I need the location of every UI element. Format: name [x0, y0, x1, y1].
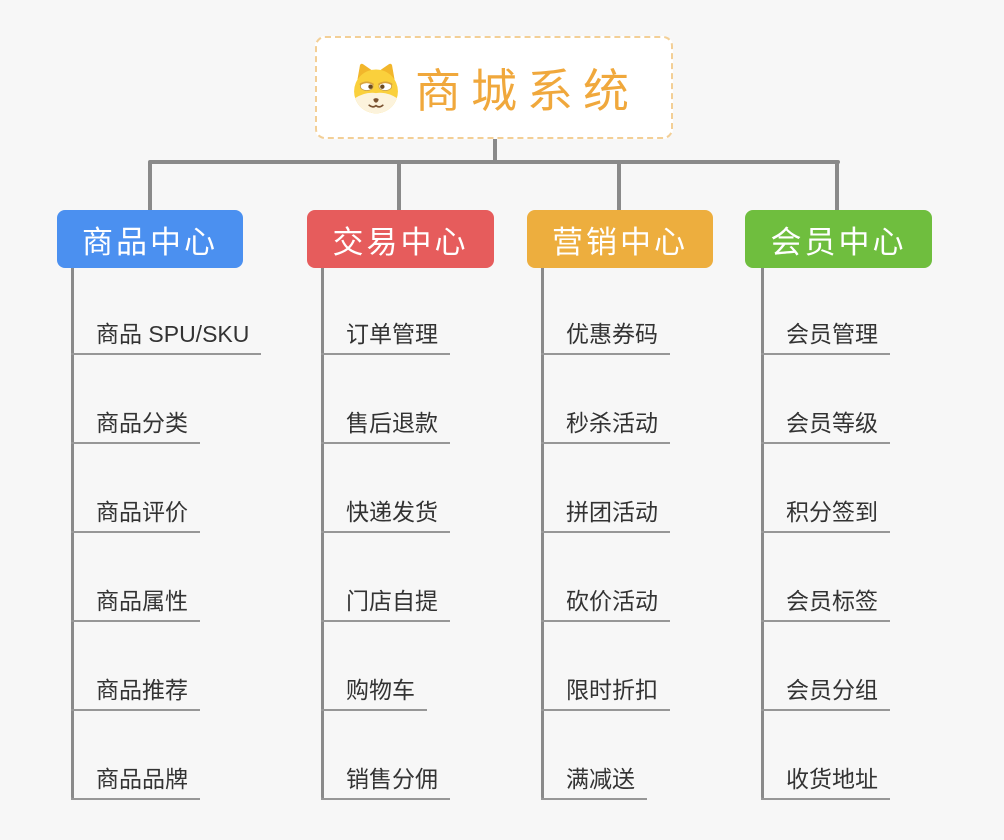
branch-label: 商品中心: [82, 224, 218, 260]
connector-trunk: [71, 268, 74, 800]
leaf-node[interactable]: 会员分组: [761, 675, 890, 711]
branch-label: 营销中心: [552, 224, 688, 260]
leaf-node[interactable]: 满减送: [541, 764, 647, 800]
leaf-node[interactable]: 商品评价: [71, 497, 200, 533]
leaf-node[interactable]: 商品属性: [71, 586, 200, 622]
connector-root-stem: [493, 139, 497, 162]
leaf-node[interactable]: 会员等级: [761, 408, 890, 444]
leaf-node[interactable]: 门店自提: [321, 586, 450, 622]
connector-horizontal-bar: [148, 160, 840, 164]
leaf-node[interactable]: 会员管理: [761, 319, 890, 355]
leaf-node[interactable]: 限时折扣: [541, 675, 670, 711]
leaf-node[interactable]: 优惠券码: [541, 319, 670, 355]
branch-children-product-center: 商品 SPU/SKU 商品分类 商品评价 商品属性 商品推荐 商品品牌: [71, 268, 301, 800]
leaf-node[interactable]: 商品 SPU/SKU: [71, 319, 262, 355]
doge-face-icon: [354, 63, 398, 113]
branch-children-member-center: 会员管理 会员等级 积分签到 会员标签 会员分组 收货地址: [761, 268, 991, 800]
leaf-node[interactable]: 积分签到: [761, 497, 890, 533]
leaf-node[interactable]: 商品分类: [71, 408, 200, 444]
connector-drop-member: [835, 162, 839, 212]
leaf-node[interactable]: 订单管理: [321, 319, 450, 355]
connector-drop-trade: [397, 162, 401, 212]
leaf-node[interactable]: 会员标签: [761, 586, 890, 622]
leaf-node[interactable]: 拼团活动: [541, 497, 670, 533]
leaf-node[interactable]: 快递发货: [321, 497, 450, 533]
branch-children-marketing-center: 优惠券码 秒杀活动 拼团活动 砍价活动 限时折扣 满减送: [541, 268, 771, 800]
leaf-node[interactable]: 商品推荐: [71, 675, 200, 711]
connector-trunk: [321, 268, 324, 800]
connector-trunk: [761, 268, 764, 800]
leaf-node[interactable]: 秒杀活动: [541, 408, 670, 444]
leaf-node[interactable]: 砍价活动: [541, 586, 670, 622]
leaf-node[interactable]: 售后退款: [321, 408, 450, 444]
root-title: 商城系统: [415, 64, 639, 117]
connector-trunk: [541, 268, 544, 800]
branch-node-member-center[interactable]: 会员中心: [745, 210, 932, 268]
branch-label: 会员中心: [770, 224, 907, 260]
leaf-node[interactable]: 购物车: [321, 675, 427, 711]
connector-drop-product: [148, 162, 152, 212]
branch-children-trade-center: 订单管理 售后退款 快递发货 门店自提 购物车 销售分佣: [321, 268, 551, 800]
branch-label: 交易中心: [332, 224, 469, 260]
leaf-node[interactable]: 收货地址: [761, 764, 890, 800]
branch-node-trade-center[interactable]: 交易中心: [307, 210, 494, 268]
branch-node-product-center[interactable]: 商品中心: [57, 210, 243, 268]
root-node-mall-system[interactable]: 商城系统: [315, 36, 673, 139]
leaf-node[interactable]: 销售分佣: [321, 764, 450, 800]
connector-drop-marketing: [617, 162, 621, 212]
branch-node-marketing-center[interactable]: 营销中心: [527, 210, 713, 268]
leaf-node[interactable]: 商品品牌: [71, 764, 200, 800]
